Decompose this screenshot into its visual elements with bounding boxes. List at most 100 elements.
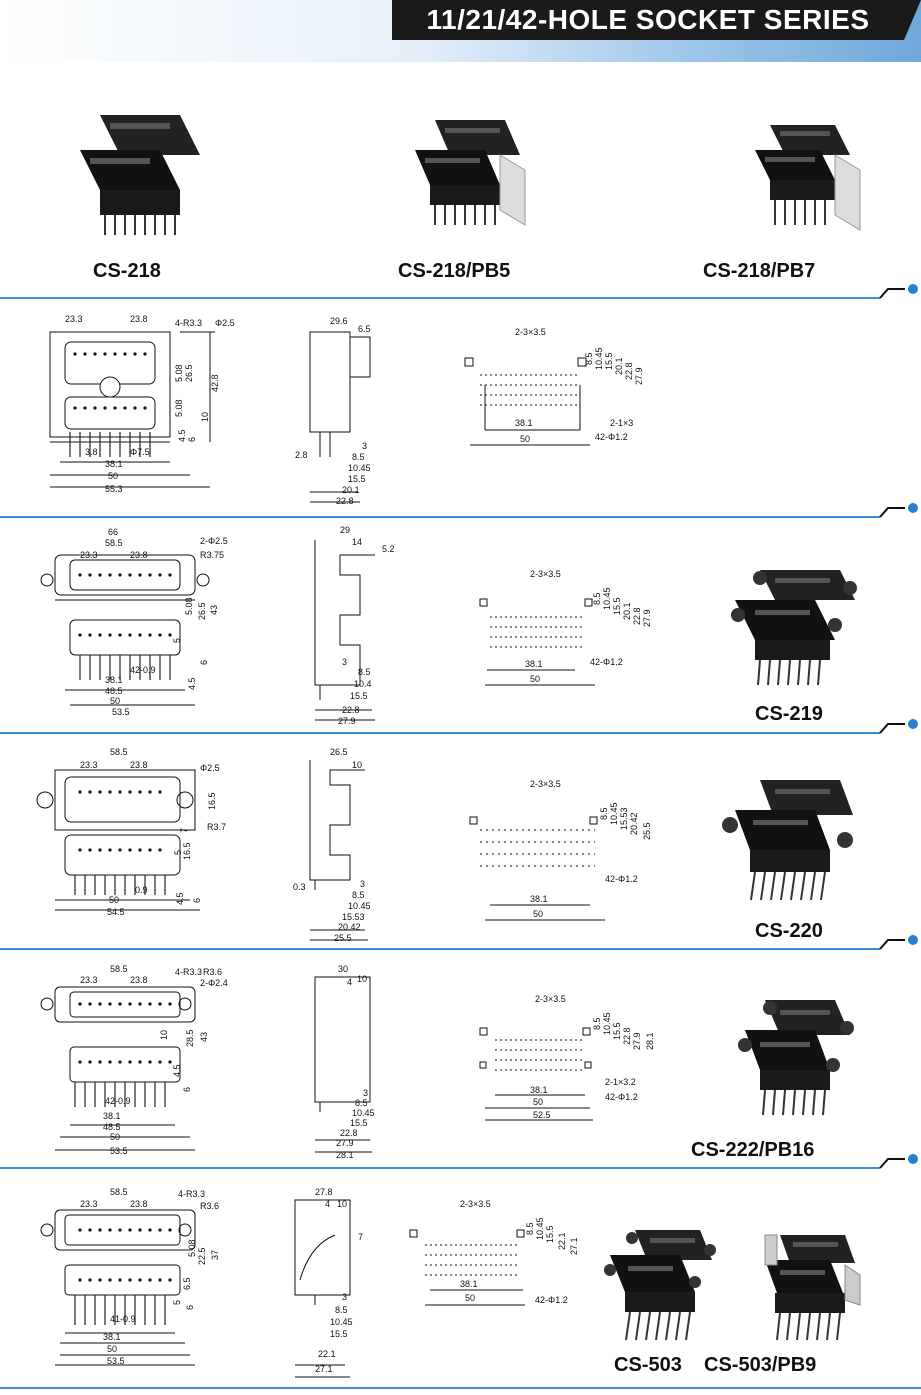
side-view-drawing-cs503: 27.8 4 10 7 3 8.5 10.45 15.5 22.1 27.1 — [290, 1185, 390, 1385]
dim-label: R3.6 — [200, 1201, 219, 1211]
dim-label: 38.1 — [105, 675, 123, 685]
front-view-drawing-cs503: 58.5 23.3 23.8 4-R3.3 R3.6 5.08 22.5 37 … — [35, 1185, 245, 1370]
dim-label: 2-3×3.5 — [530, 779, 561, 789]
connector-photo-cs218pb5 — [395, 110, 535, 245]
dim-label: 58.5 — [110, 747, 128, 757]
dim-label: 22.8 — [624, 362, 634, 380]
dim-label: 38.1 — [530, 1085, 548, 1095]
front-view-drawing-cs219: 66 58.5 23.3 23.8 2-Φ2.5 R3.75 5.08 26.5… — [35, 525, 245, 720]
section-divider — [0, 284, 918, 299]
connector-photo-cs219 — [720, 560, 870, 700]
dim-label: 48.5 — [105, 686, 123, 696]
dim-label: 42-0.9 — [130, 665, 156, 675]
connector-photo-cs218 — [60, 95, 210, 250]
dim-label: 26.5 — [330, 747, 348, 757]
dim-label: 2-3×3.5 — [535, 994, 566, 1004]
dim-label: Φ2.5 — [215, 318, 235, 328]
dim-label: 2-1×3 — [610, 418, 633, 428]
dim-label: 10 — [159, 1030, 169, 1040]
dim-label: 15.53 — [342, 912, 365, 922]
dim-label: 15.53 — [619, 807, 629, 830]
front-view-drawing-cs218: 23.3 23.8 4-R3.3 Φ2.5 26.5 5.08 42.8 5.0… — [40, 312, 240, 497]
dim-label: 6 — [199, 660, 209, 665]
dim-label: 4 — [347, 977, 352, 987]
dim-label: 28.5 — [185, 1029, 195, 1047]
dim-label: 2-3×3.5 — [530, 569, 561, 579]
dim-label: 6 — [187, 437, 197, 442]
dim-label: 37 — [210, 1250, 220, 1260]
dim-label: 10.45 — [348, 901, 371, 911]
dim-label: 3.8 — [85, 447, 98, 457]
dim-label: 5.08 — [184, 597, 194, 615]
dim-label: 10 — [337, 1199, 347, 1209]
dim-label: 58.5 — [110, 1187, 128, 1197]
dim-label: 58.5 — [110, 964, 128, 974]
dim-label: 50 — [530, 674, 540, 684]
dim-label: 10.45 — [609, 802, 619, 825]
dim-label: 15.5 — [545, 1225, 555, 1243]
dim-label: 23.3 — [80, 1199, 98, 1209]
dim-label: 27.9 — [338, 716, 356, 725]
dim-label: 4-R3.3 — [175, 967, 202, 977]
dim-label: 15.5 — [604, 352, 614, 370]
dim-label: 15.5 — [348, 474, 366, 484]
dim-label: 50 — [465, 1293, 475, 1303]
dim-label: 25.5 — [642, 822, 652, 840]
dim-label: 50 — [109, 895, 119, 905]
dim-label: 16.5 — [207, 792, 217, 810]
dim-label: 2.8 — [295, 450, 308, 460]
dim-label: 10.45 — [330, 1317, 353, 1327]
dim-label: 54.5 — [107, 907, 125, 917]
dim-label: 8.5 — [592, 592, 602, 605]
dim-label: 8.5 — [352, 452, 365, 462]
dim-label: 4.5 — [177, 429, 187, 442]
dim-label: 0.3 — [293, 882, 306, 892]
dim-label: 3 — [362, 441, 367, 451]
connector-photo-cs218pb7 — [735, 115, 865, 245]
dim-label: 4-R3.3 — [178, 1189, 205, 1199]
dim-label: 4.5 — [175, 892, 185, 905]
dim-label: 10.4 — [354, 679, 372, 689]
dim-label: 30 — [338, 964, 348, 974]
dim-label: 43 — [209, 605, 219, 615]
dim-label: 50 — [108, 471, 118, 481]
dim-label: 50 — [533, 909, 543, 919]
dim-label: 43 — [199, 1032, 209, 1042]
product-label-cs218pb5: CS-218/PB5 — [398, 260, 511, 282]
dim-label: 23.3 — [80, 760, 98, 770]
dim-label: 10.45 — [535, 1217, 545, 1240]
dim-label: 42-Φ1.2 — [590, 657, 623, 667]
dim-label: 27.9 — [642, 609, 652, 627]
pcb-layout-drawing-cs218: 2-3×3.5 8.5 10.45 15.5 20.1 22.8 27.9 2-… — [460, 320, 670, 455]
dim-label: 50 — [520, 434, 530, 444]
dim-label: 50 — [533, 1097, 543, 1107]
dim-label: 38.1 — [530, 894, 548, 904]
dim-label: 41-0.9 — [110, 1314, 136, 1324]
dim-label: 23.3 — [80, 975, 98, 985]
dim-label: Φ7.5 — [130, 447, 150, 457]
dim-label: 6.5 — [182, 1277, 192, 1290]
dim-label: 20.42 — [629, 812, 639, 835]
dim-label: 38.1 — [105, 459, 123, 469]
dim-label: 27.1 — [569, 1237, 579, 1255]
side-view-drawing-cs220: 26.5 10 0.3 3 8.5 10.45 15.53 20.42 25.5 — [290, 745, 390, 945]
dim-label: 7 — [179, 828, 189, 833]
side-view-drawing-cs222pb16: 30 4 10 3 8.5 10.45 15.5 22.8 27.9 28.1 — [290, 962, 390, 1162]
dim-label: 26.5 — [197, 602, 207, 620]
dim-label: 3 — [342, 657, 347, 667]
dim-label: 38.1 — [525, 659, 543, 669]
dim-label: 3 — [342, 1292, 347, 1302]
dim-label: 20.1 — [614, 357, 624, 375]
dim-label: 15.5 — [350, 691, 368, 701]
side-view-drawing-cs219: 29 14 5.2 3 8.5 10.4 15.5 22.8 27.9 — [290, 525, 400, 725]
dim-label: 5 — [173, 850, 183, 855]
connector-photo-cs220 — [715, 775, 865, 915]
dim-label: 53.5 — [107, 1356, 125, 1366]
dim-label: 10.45 — [594, 347, 604, 370]
dim-label: 28.1 — [336, 1150, 354, 1160]
dim-label: 2-Φ2.4 — [200, 978, 228, 988]
page-title: 11/21/42-HOLE SOCKET SERIES — [392, 0, 921, 40]
dim-label: 4 — [325, 1199, 330, 1209]
dim-label: 10 — [352, 760, 362, 770]
dim-label: 27.9 — [634, 367, 644, 385]
